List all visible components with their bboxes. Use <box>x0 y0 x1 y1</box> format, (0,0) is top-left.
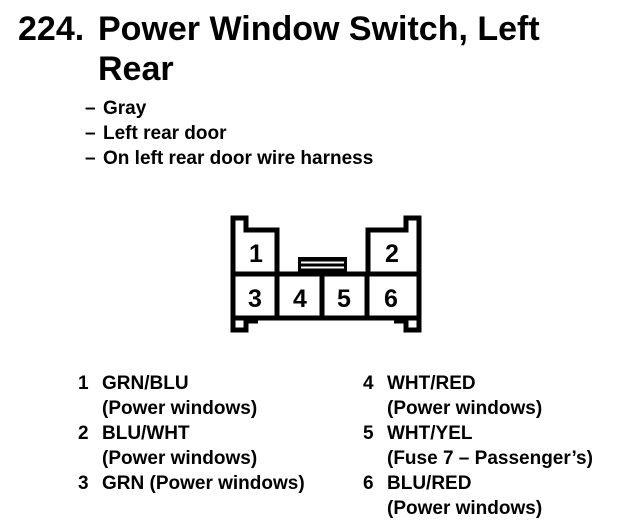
detail-text: Left rear door <box>103 123 227 144</box>
pin-entry-number: 4 <box>363 373 374 394</box>
pin-4-label: 4 <box>293 285 307 313</box>
pin-entry-number: 5 <box>363 423 374 444</box>
pin-function: (Power windows) <box>387 398 543 419</box>
details-list: – Gray – Left rear door – On left rear d… <box>85 96 373 171</box>
connector-latch <box>298 257 347 273</box>
pin-entry-lines: WHT/YEL (Fuse 7 – Passenger’s) <box>387 421 593 471</box>
pin-list-right: 4 WHT/RED (Power windows) 5 WHT/YEL (Fus… <box>363 371 593 521</box>
pin-2-label: 2 <box>385 240 399 268</box>
section-title-line1: Power Window Switch, Left <box>98 10 540 48</box>
pin-entry-number: 3 <box>78 473 89 494</box>
pin-wire-color: BLU/RED <box>387 473 472 494</box>
section-title: Power Window Switch, Left Rear <box>98 9 540 89</box>
pin-entry-2: 2 BLU/WHT (Power windows) <box>78 421 305 471</box>
pin-list-left: 1 GRN/BLU (Power windows) 2 BLU/WHT (Pow… <box>78 371 305 496</box>
pin-5-label: 5 <box>337 285 351 313</box>
detail-item-harness: – On left rear door wire harness <box>85 146 373 171</box>
section-title-line2: Rear <box>98 50 174 88</box>
pin-entry-number: 2 <box>78 423 89 444</box>
pin-function: (Power windows) <box>387 498 543 519</box>
pin-wire-color: GRN/BLU <box>102 373 189 394</box>
detail-text: On left rear door wire harness <box>103 148 374 169</box>
pin-entry-lines: GRN/BLU (Power windows) <box>102 371 257 421</box>
detail-item-color: – Gray <box>85 96 373 121</box>
pin-6-label: 6 <box>384 285 398 313</box>
pin-1-label: 1 <box>249 240 263 268</box>
pin-entry-number: 6 <box>363 473 374 494</box>
pin-wire-color: WHT/YEL <box>387 423 473 444</box>
pin-3-label: 3 <box>248 285 262 313</box>
pin-entry-lines: GRN (Power windows) <box>102 471 305 496</box>
dash-bullet: – <box>85 123 96 144</box>
pin-function: (Fuse 7 – Passenger’s) <box>387 448 593 469</box>
dash-bullet: – <box>85 98 96 119</box>
pin-entry-number: 1 <box>78 373 89 394</box>
section-number: 224. <box>18 10 85 48</box>
pin-entry-3: 3 GRN (Power windows) <box>78 471 305 496</box>
detail-text: Gray <box>103 98 147 119</box>
dash-bullet: – <box>85 148 96 169</box>
pin-entry-6: 6 BLU/RED (Power windows) <box>363 471 593 521</box>
bottom-right-ear <box>394 314 422 333</box>
pin-function: (Power windows) <box>102 448 258 469</box>
detail-item-location: – Left rear door <box>85 121 373 146</box>
pin-entry-lines: BLU/WHT (Power windows) <box>102 421 257 471</box>
pin-entry-5: 5 WHT/YEL (Fuse 7 – Passenger’s) <box>363 421 593 471</box>
pin-entry-lines: BLU/RED (Power windows) <box>387 471 542 521</box>
section-heading: 224. Power Window Switch, Left Rear <box>18 9 540 89</box>
pin-wire-color: WHT/RED <box>387 373 476 394</box>
pin-entry-1: 1 GRN/BLU (Power windows) <box>78 371 305 421</box>
pin-wire-color: GRN (Power windows) <box>102 473 305 494</box>
bottom-left-ear <box>230 314 258 333</box>
pin-wire-color: BLU/WHT <box>102 423 190 444</box>
pin-function: (Power windows) <box>102 398 258 419</box>
pin-entry-lines: WHT/RED (Power windows) <box>387 371 542 421</box>
connector-diagram: 1 2 3 4 5 6 <box>230 215 422 333</box>
pin-entry-4: 4 WHT/RED (Power windows) <box>363 371 593 421</box>
